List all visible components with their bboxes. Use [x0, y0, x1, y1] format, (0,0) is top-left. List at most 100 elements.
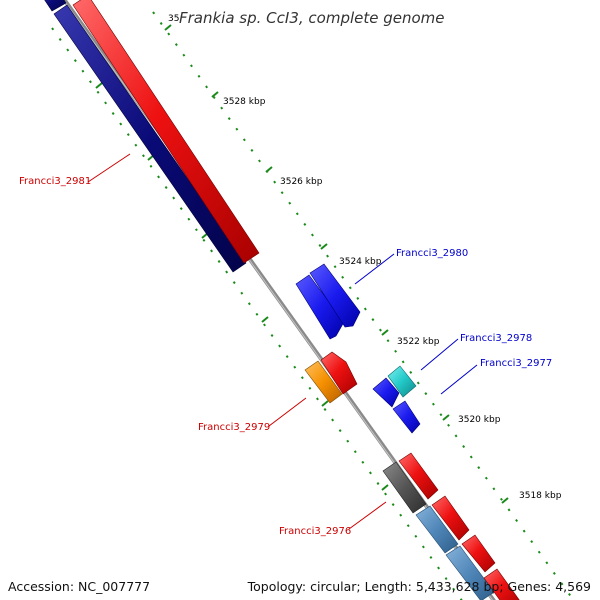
gene-feature-navy-2981-pair[interactable] [53, 4, 247, 273]
gene-label-Francci3_2980[interactable]: Francci3_2980 [396, 248, 468, 259]
tick-dot [384, 492, 388, 496]
leader-line-Francci3_2978 [420, 338, 459, 371]
gene-label-Francci3_2981[interactable]: Francci3_2981 [19, 176, 91, 187]
tick-dot [258, 159, 261, 163]
tick-dot [391, 503, 395, 507]
tick-dot [452, 587, 456, 591]
tick-dot [530, 540, 534, 544]
tick-dot [462, 445, 466, 448]
tick-dot [484, 476, 488, 480]
tick-dot [346, 439, 350, 443]
tick-dot [142, 154, 145, 158]
tick-dot [409, 370, 413, 374]
tick-dot [394, 349, 398, 353]
tick-mark [211, 91, 219, 98]
tick-dot [439, 413, 443, 417]
tick-dot [416, 381, 420, 385]
gene-feature-Francci3_2980-a[interactable] [295, 274, 345, 340]
tick-dot [81, 69, 85, 73]
leader-line-Francci3_2976 [348, 501, 387, 530]
tick-dot [323, 408, 327, 411]
gene-feature-Francci3_2976[interactable] [398, 452, 439, 500]
tick-dot [386, 339, 390, 343]
tick-dot [217, 260, 221, 263]
tick-dot [431, 402, 435, 406]
tick-mark [164, 24, 172, 31]
gene-feature-red-c[interactable] [431, 495, 470, 541]
tick-dot [300, 376, 304, 380]
leader-line-Francci3_2979 [268, 397, 307, 427]
tick-dot [424, 392, 428, 396]
tick-dot [167, 32, 171, 36]
tick-dot [280, 191, 284, 195]
tick-dot [51, 27, 55, 31]
gene-feature-Francci3_2979-orange[interactable] [304, 360, 343, 404]
tick-dot [225, 270, 229, 274]
gene-feature-top-stub[interactable] [42, 0, 67, 12]
tick-dot [210, 249, 214, 253]
tick-dot [361, 460, 365, 464]
tick-dot [437, 566, 441, 570]
gene-label-Francci3_2976[interactable]: Francci3_2976 [279, 526, 351, 537]
gene-label-Francci3_2978[interactable]: Francci3_2978 [460, 333, 532, 344]
tick-dot [182, 53, 186, 57]
gene-feature-gray[interactable] [382, 461, 427, 514]
tick-dot [444, 577, 448, 581]
gene-feature-Francci3_2981[interactable] [72, 0, 260, 264]
tick-dot [255, 312, 259, 316]
tick-dot [66, 48, 70, 52]
gene-feature-Francci3_2978[interactable] [387, 365, 417, 398]
tick-dot [414, 534, 418, 538]
tick-label-3524: 3524 kbp [339, 257, 382, 267]
tick-dot [240, 291, 244, 295]
tick-label-3518: 3518 kbp [519, 491, 562, 501]
tick-dot [58, 38, 62, 41]
gene-label-Francci3_2977[interactable]: Francci3_2977 [480, 358, 552, 369]
tick-marks [95, 24, 509, 504]
gene-feature-Francci3_2979[interactable] [320, 351, 358, 395]
tick-dot [308, 386, 312, 390]
map-title: Frankia sp. CcI3, complete genome [179, 9, 445, 27]
tick-dot [235, 127, 239, 131]
tick-mark [95, 82, 103, 89]
tick-dot [159, 22, 163, 25]
tick-dot [119, 122, 123, 126]
tick-dot [126, 133, 130, 137]
tick-mark [381, 329, 389, 336]
gene-feature-steel-a[interactable] [415, 505, 459, 554]
tick-dot [399, 513, 403, 517]
tick-mark [321, 400, 329, 407]
tick-dot [278, 344, 282, 348]
tick-dot [310, 233, 314, 237]
tick-dot [552, 571, 556, 575]
tick-dot [454, 434, 458, 438]
gene-feature-Francci3_2980-b[interactable] [309, 263, 361, 328]
tick-dot [371, 318, 375, 322]
gene-feature-red-d[interactable] [461, 534, 496, 573]
tick-label-3520: 3520 kbp [458, 415, 501, 425]
tick-dot [73, 59, 77, 63]
tick-dot [376, 482, 380, 485]
tick-dot [189, 64, 193, 68]
gene-feature-red-e[interactable] [483, 568, 520, 600]
tick-mark [442, 414, 450, 421]
tick-dot [179, 207, 183, 211]
tick-dot [104, 101, 108, 105]
tick-dot [288, 201, 292, 205]
gene-feature-Francci3_2977[interactable] [372, 377, 400, 408]
tick-dot [515, 519, 519, 522]
tick-dot [353, 450, 357, 454]
tick-dot [232, 281, 236, 285]
tick-dot [341, 275, 345, 279]
tick-dot [421, 545, 425, 549]
gene-feature-Francci3_2977-b[interactable] [392, 400, 421, 434]
tick-dot [356, 296, 360, 300]
tick-dot [187, 217, 191, 221]
tick-dot [134, 143, 138, 147]
gene-label-Francci3_2979[interactable]: Francci3_2979 [198, 422, 270, 433]
tick-dot [401, 360, 405, 364]
tick-label-3526: 3526 kbp [280, 177, 323, 187]
tick-dot [263, 323, 266, 327]
tick-dot [303, 222, 307, 226]
